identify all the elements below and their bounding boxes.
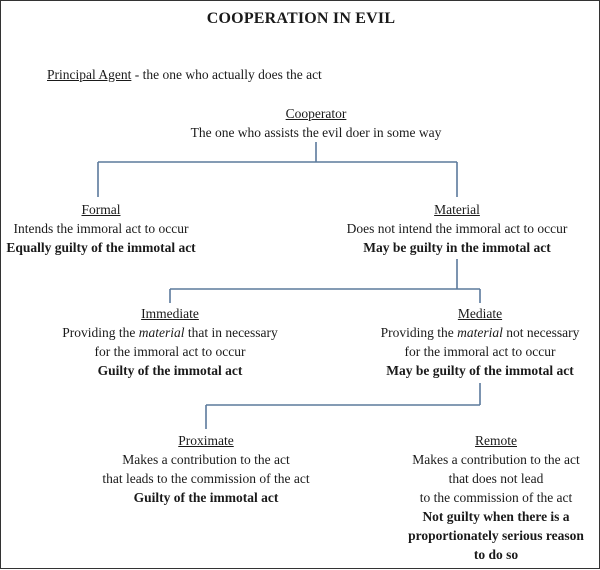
mediate-label: Mediate: [457, 306, 503, 321]
node-proximate: Proximate Makes a contribution to the ac…: [56, 431, 356, 507]
diagram-title: COOPERATION IN EVIL: [206, 10, 396, 27]
mediate-verdict: May be guilty of the immotal act: [386, 363, 574, 378]
material-desc: Does not intend the immoral act to occur: [346, 221, 568, 236]
cooperator-desc: The one who assists the evil doer in som…: [190, 125, 442, 140]
remote-desc-line1: Makes a contribution to the act: [412, 452, 580, 467]
immediate-label: Immediate: [141, 306, 199, 321]
node-remote: Remote Makes a contribution to the act t…: [356, 431, 600, 564]
immediate-desc-emphasis: material: [138, 325, 185, 340]
proximate-desc-line1: Makes a contribution to the act: [122, 452, 290, 467]
principal-agent-definition: - the one who actually does the act: [131, 67, 322, 82]
material-verdict: May be guilty in the immotal act: [363, 240, 551, 255]
material-label: Material: [434, 202, 480, 217]
principal-agent-term: Principal Agent: [47, 67, 132, 82]
immediate-desc-line1: Providing the material that in necessary: [62, 325, 278, 340]
node-formal: Formal Intends the immoral act to occur …: [1, 200, 201, 257]
node-material: Material Does not intend the immoral act…: [317, 200, 597, 257]
remote-desc-line3: to the commission of the act: [419, 490, 573, 505]
proximate-desc-line2: that leads to the commission of the act: [102, 471, 310, 486]
immediate-desc-line2: for the immoral act to occur: [94, 344, 246, 359]
mediate-desc-line1: Providing the material not necessary: [380, 325, 580, 340]
proximate-verdict: Guilty of the immotal act: [133, 490, 279, 505]
remote-desc-line2: that does not lead: [448, 471, 544, 486]
node-cooperator: Cooperator The one who assists the evil …: [116, 104, 516, 142]
remote-verdict-line2: proportionately serious reason: [408, 528, 584, 543]
formal-desc: Intends the immoral act to occur: [13, 221, 189, 236]
remote-verdict-line1: Not guilty when there is a: [422, 509, 570, 524]
node-mediate: Mediate Providing the material not neces…: [340, 304, 600, 380]
principal-agent-note: Principal Agent - the one who actually d…: [47, 67, 322, 83]
immediate-verdict: Guilty of the immotal act: [97, 363, 243, 378]
mediate-desc-line2: for the immoral act to occur: [404, 344, 556, 359]
cooperator-label: Cooperator: [285, 106, 347, 121]
node-immediate: Immediate Providing the material that in…: [30, 304, 310, 380]
proximate-label: Proximate: [178, 433, 234, 448]
remote-verdict-line3: to do so: [473, 547, 519, 562]
formal-label: Formal: [81, 202, 121, 217]
remote-label: Remote: [475, 433, 517, 448]
mediate-desc-emphasis: material: [457, 325, 503, 340]
formal-verdict: Equally guilty of the immotal act: [6, 240, 196, 255]
